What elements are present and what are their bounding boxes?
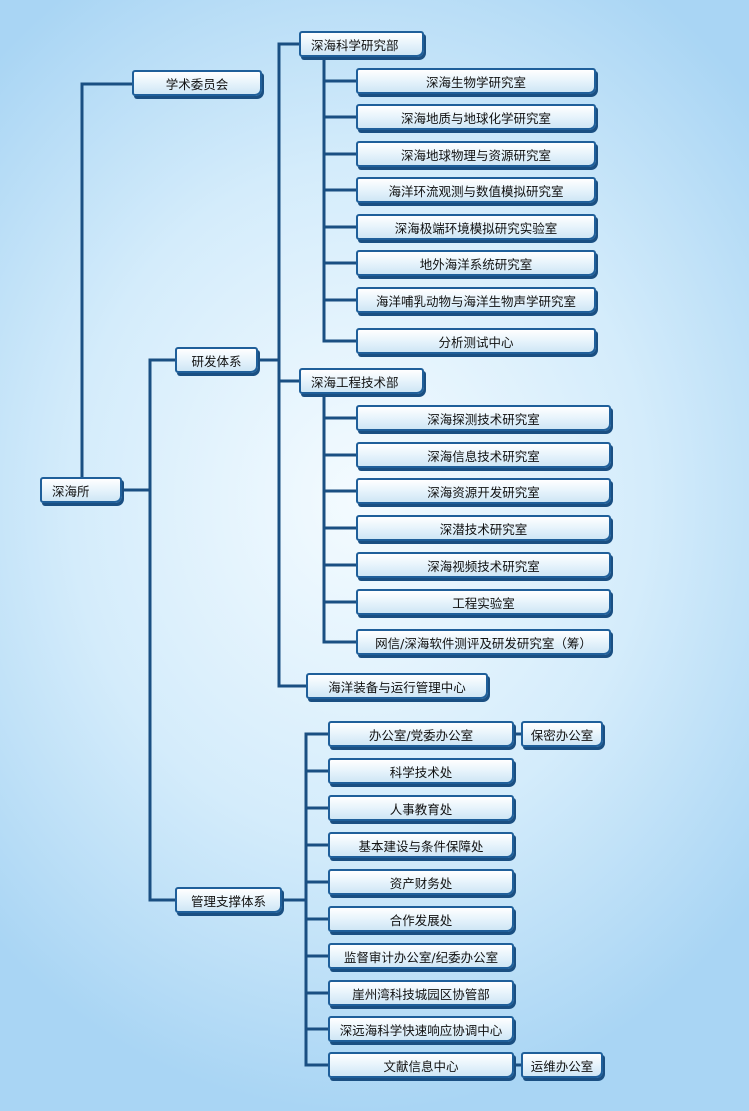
science-lab-node: 深海地质与地球化学研究室 [356,104,596,130]
analysis-testing-center-node: 分析测试中心 [356,328,596,354]
deep-sea-engineering-dept-node: 深海工程技术部 [299,368,424,394]
management-office-node: 办公室/党委办公室 [328,721,514,747]
academic-committee-node: 学术委员会 [132,70,262,96]
engineering-lab-node: 深海信息技术研究室 [356,442,611,468]
science-lab-node: 海洋环流观测与数值模拟研究室 [356,177,596,203]
management-office-node: 基本建设与条件保障处 [328,832,514,858]
engineering-lab-node: 深海资源开发研究室 [356,478,611,504]
management-office-node: 资产财务处 [328,869,514,895]
management-office-node: 文献信息中心 [328,1052,514,1078]
management-office-node: 深远海科学快速响应协调中心 [328,1016,514,1042]
management-office-node: 崖州湾科技城园区协管部 [328,980,514,1006]
marine-equipment-center-node: 海洋装备与运行管理中心 [306,673,488,699]
science-lab-node: 深海地球物理与资源研究室 [356,141,596,167]
engineering-lab-node: 深海探测技术研究室 [356,405,611,431]
engineering-lab-node: 网信/深海软件测评及研发研究室（筹） [356,629,611,655]
management-office-node: 人事教育处 [328,795,514,821]
management-office-node: 合作发展处 [328,906,514,932]
management-office-node: 科学技术处 [328,758,514,784]
confidentiality-office-node: 保密办公室 [521,721,603,747]
science-lab-node: 海洋哺乳动物与海洋生物声学研究室 [356,287,596,313]
engineering-lab-node: 深海视频技术研究室 [356,552,611,578]
management-system-node: 管理支撑体系 [175,887,282,913]
engineering-lab-node: 深潜技术研究室 [356,515,611,541]
science-lab-node: 深海生物学研究室 [356,68,596,94]
operations-office-node: 运维办公室 [521,1052,603,1078]
science-lab-node: 地外海洋系统研究室 [356,250,596,276]
rd-system-node: 研发体系 [175,347,258,373]
deep-sea-science-dept-node: 深海科学研究部 [299,31,424,57]
science-lab-node: 深海极端环境模拟研究实验室 [356,214,596,240]
management-office-node: 监督审计办公室/纪委办公室 [328,943,514,969]
engineering-lab-node: 工程实验室 [356,589,611,615]
root-node-deep-sea-institute: 深海所 [40,477,122,503]
